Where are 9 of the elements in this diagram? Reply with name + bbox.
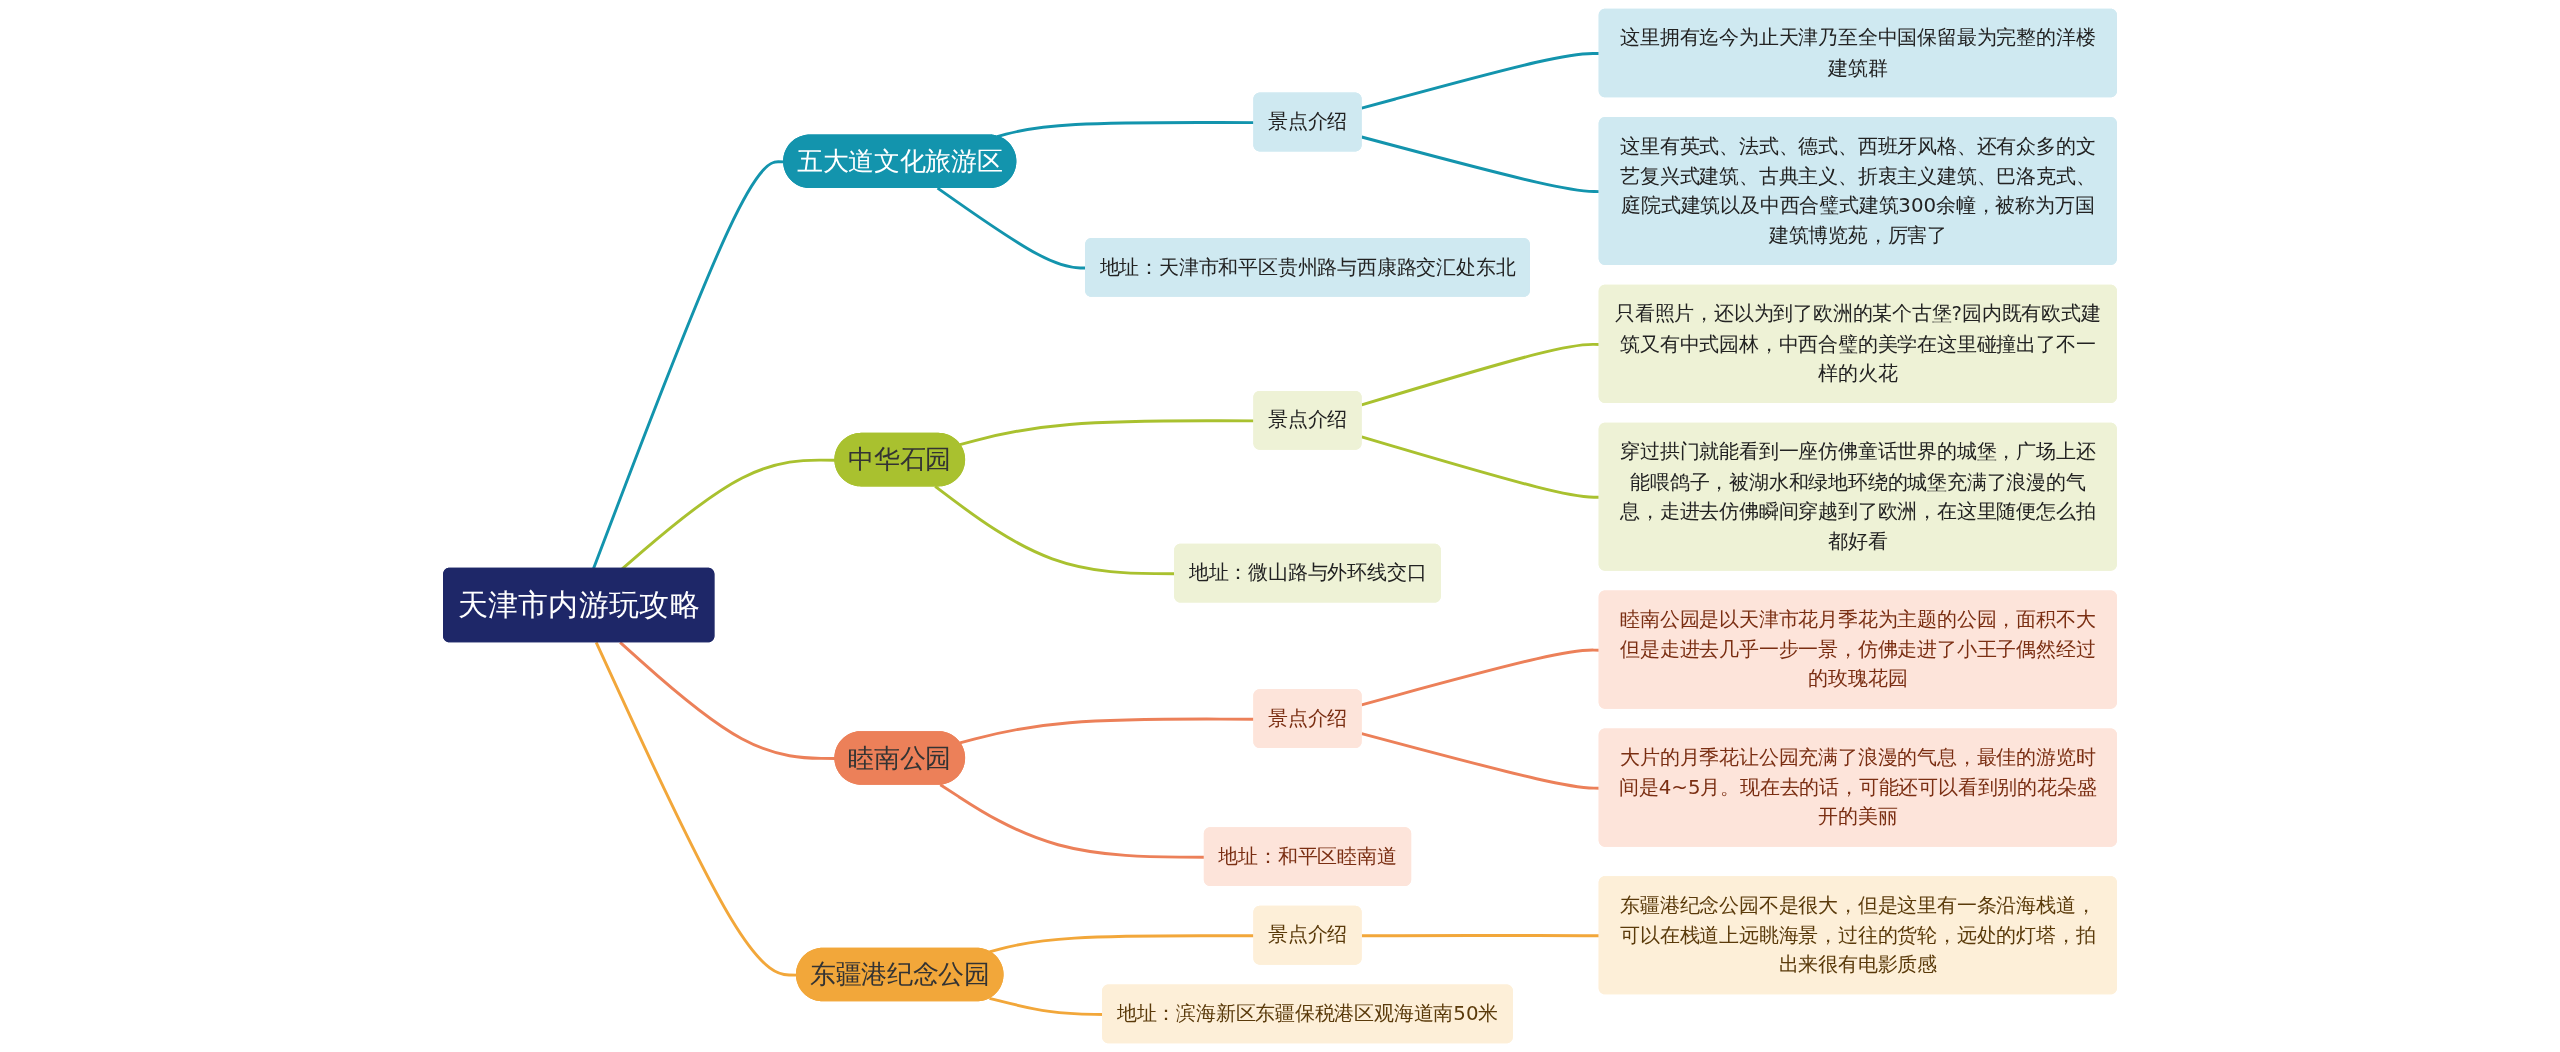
connector: [1361, 934, 1600, 938]
connector: [1361, 52, 1600, 110]
connector: [1361, 732, 1600, 790]
connector: [1361, 435, 1600, 499]
connector: [619, 641, 836, 760]
connector: [1361, 342, 1600, 407]
connector: [939, 783, 1205, 859]
connector: [1361, 135, 1600, 194]
connector: [1361, 648, 1600, 707]
